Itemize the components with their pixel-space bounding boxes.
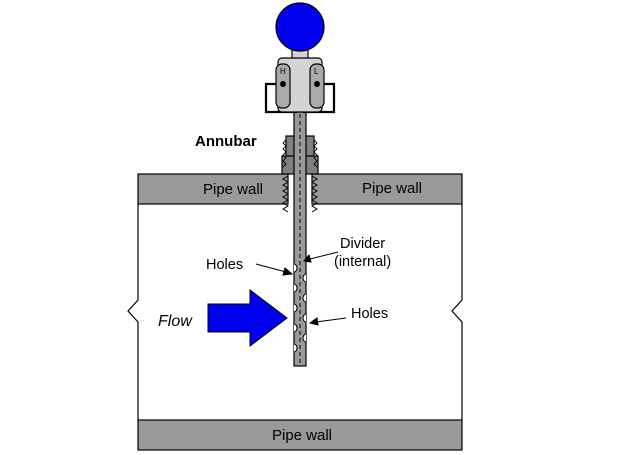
downstream-holes	[302, 273, 307, 343]
pipe-wall-bottom	[137, 419, 463, 451]
pipe-wall-top-left	[137, 173, 289, 205]
wall-thread-right	[311, 175, 318, 213]
port-high-dot	[280, 81, 286, 87]
wall-thread-left	[282, 175, 289, 213]
upstream-holes	[293, 263, 298, 353]
pipe-left-edge	[127, 204, 139, 420]
pipe-wall-top-right-label: Pipe wall	[362, 180, 422, 197]
divider-label-line1: Divider	[340, 236, 385, 252]
fitting-thread-right	[313, 139, 318, 168]
flow-label: Flow	[158, 313, 193, 330]
port-low-label: L	[314, 67, 319, 76]
holes-upstream-label: Holes	[206, 257, 243, 273]
holes-downstream-label: Holes	[351, 306, 388, 322]
port-low-dot	[314, 81, 320, 87]
leader-arrows	[255, 251, 347, 326]
annubar-label: Annubar	[195, 133, 257, 150]
transmitter-head	[275, 2, 325, 52]
pipe-wall-bottom-label: Pipe wall	[272, 427, 332, 444]
fitting-thread-left	[282, 139, 287, 168]
pipe-wall-top-right	[311, 173, 463, 205]
port-high-label: H	[280, 67, 286, 76]
flow-arrow	[207, 288, 288, 348]
divider-label-line2: (internal)	[334, 254, 391, 270]
pipe-wall-top-left-label: Pipe wall	[203, 181, 263, 198]
pipe-right-edge	[451, 204, 463, 420]
